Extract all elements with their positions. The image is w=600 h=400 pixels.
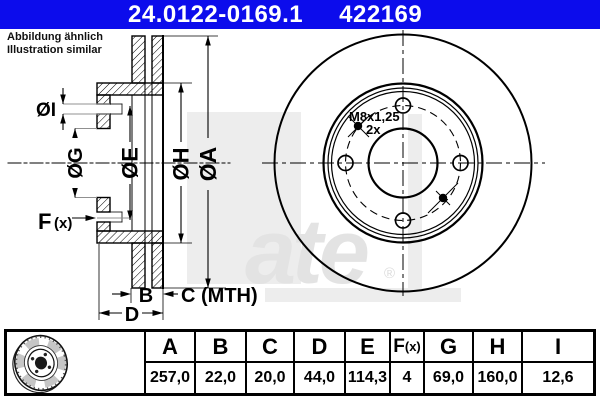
col-header: F(x)	[391, 332, 423, 363]
col-value: 257,0	[149, 369, 191, 386]
table-col-c: C 20,0	[247, 332, 295, 393]
dim-label-dia-a: ØA	[195, 147, 221, 182]
dim-label-f: F	[38, 209, 51, 234]
bolt-circle	[344, 104, 462, 222]
table-col-g: G 69,0	[425, 332, 474, 393]
table-col-e: E 114,3	[346, 332, 391, 393]
bolt-hole-right	[452, 154, 469, 172]
dim-label-dia-i: ØI	[36, 100, 56, 121]
table-col-d: D 44,0	[295, 332, 346, 393]
section-dimensions: ØI ØG ØE ØH ØA F (x) B C (MTH) D	[36, 35, 258, 325]
ate-watermark: ate ®	[187, 112, 461, 303]
dim-label-dia-e: ØE	[118, 147, 143, 179]
col-header: A	[146, 332, 194, 363]
col-value: 160,0	[477, 369, 518, 386]
technical-drawing: ate ®	[7, 30, 545, 325]
col-value: 12,6	[542, 369, 574, 386]
table-col-f: F(x) 4	[391, 332, 425, 393]
table-col-a: A 257,0	[146, 332, 196, 393]
product-thumbnail-cell	[7, 332, 146, 393]
dim-label-f-sub: (x)	[54, 215, 72, 232]
col-value: 4	[402, 369, 412, 386]
center-bore-circle	[367, 127, 439, 199]
bolt-hole-top	[394, 97, 412, 114]
thread-hole-markers	[347, 115, 459, 214]
table-col-i: I 12,6	[523, 332, 593, 393]
dimension-table: A 257,0 B 22,0 C 20,0 D 44,0 E 114,3 F(x…	[4, 329, 596, 396]
dim-label-c: C (MTH)	[181, 285, 258, 307]
watermark-registered-icon: ®	[384, 265, 395, 282]
dim-label-dia-g: ØG	[65, 147, 87, 178]
dim-label-d: D	[125, 304, 139, 325]
table-col-h: H 160,0	[474, 332, 523, 393]
col-header: C	[247, 332, 293, 363]
col-header: E	[346, 332, 389, 363]
dim-label-dia-h: ØH	[169, 148, 194, 181]
col-header: D	[295, 332, 344, 363]
col-header: G	[425, 332, 472, 363]
bolt-hole-bottom	[394, 212, 412, 229]
col-value: 69,0	[432, 369, 465, 386]
outer-diameter-circle	[273, 33, 533, 293]
thread-spec-label: M8x1,25	[349, 109, 400, 124]
watermark-brand-text: ate	[245, 201, 368, 303]
title-bar: 24.0122-0169.1 422169	[0, 0, 600, 29]
bolt-hole-left	[337, 154, 354, 172]
col-header: B	[196, 332, 245, 363]
col-value: 114,3	[347, 369, 388, 386]
col-header: H	[474, 332, 521, 363]
similarity-note: Abbildung ähnlich Illustration similar	[7, 31, 103, 57]
note-line-de: Abbildung ähnlich	[7, 31, 103, 43]
col-value: 44,0	[303, 369, 336, 386]
note-line-en: Illustration similar	[7, 44, 102, 56]
front-view: M8x1,25 2x	[262, 30, 545, 296]
col-value: 22,0	[204, 369, 237, 386]
col-header: I	[523, 332, 593, 363]
brake-disc-thumbnail	[12, 334, 68, 393]
dim-label-b: B	[139, 285, 153, 307]
cross-section-view	[7, 35, 231, 289]
col-value: 20,0	[254, 369, 286, 386]
thread-count-label: 2x	[366, 122, 381, 137]
reference-number: 422169	[339, 0, 423, 28]
table-col-b: B 22,0	[196, 332, 247, 393]
part-number: 24.0122-0169.1	[128, 0, 304, 28]
